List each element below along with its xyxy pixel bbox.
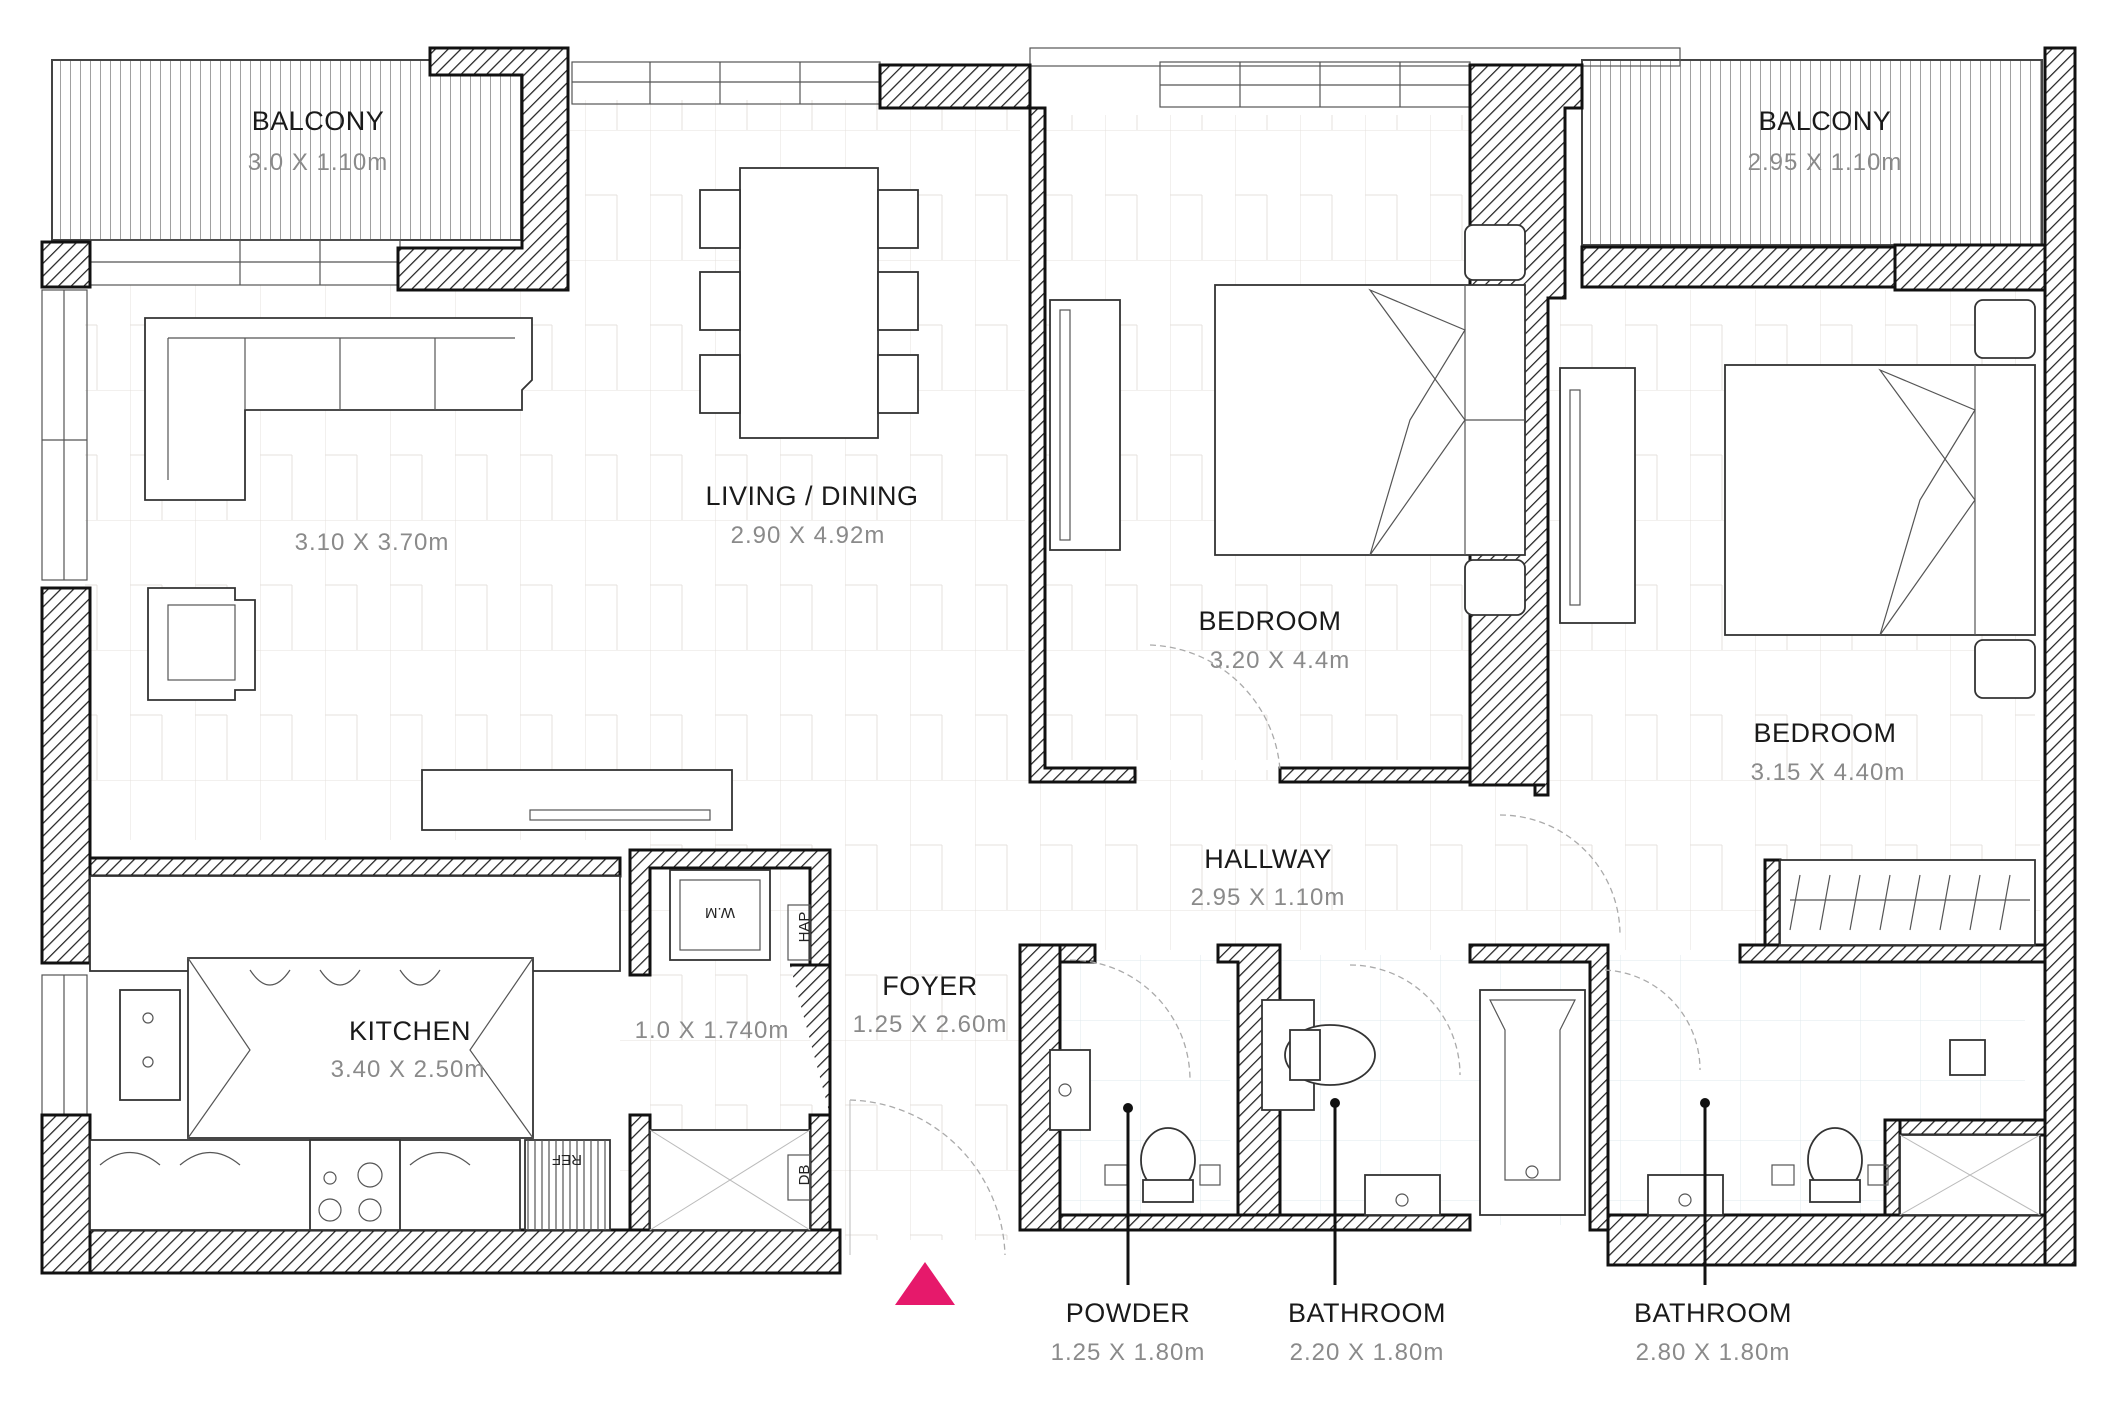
storage: DB [649, 1129, 2041, 1231]
powder-room [1049, 959, 1221, 1285]
balcony-right-dim: 2.95 X 1.10m [1748, 149, 1903, 176]
hallway: HALLWAY 2.95 X 1.10m [1191, 844, 1346, 911]
bathroom-2-dim: 2.80 X 1.80m [1636, 1339, 1791, 1366]
bathroom-2-name: BATHROOM [1634, 1298, 1792, 1328]
windows [41, 47, 1896, 1116]
washing-machine-label: W.M [705, 904, 735, 921]
powder-name: POWDER [1066, 1298, 1191, 1328]
laundry-dim: 1.0 X 1.740m [635, 1017, 790, 1044]
hap-label: HAP [796, 912, 813, 943]
living-area-dim: 3.10 X 3.70m [295, 529, 450, 556]
foyer-dim: 1.25 X 2.60m [853, 1011, 1008, 1038]
entrance-marker [895, 1262, 955, 1305]
foyer: FOYER 1.25 X 2.60m [849, 971, 1008, 1305]
db-label: DB [796, 1165, 813, 1186]
bathroom-1-name: BATHROOM [1288, 1298, 1446, 1328]
balcony-right: BALCONY 2.95 X 1.10m [1581, 59, 2043, 246]
kitchen-dim: 3.40 X 2.50m [331, 1056, 486, 1083]
kitchen-name: KITCHEN [349, 1016, 471, 1046]
living-dining-name: LIVING / DINING [705, 481, 918, 511]
bedroom-1-name: BEDROOM [1198, 606, 1341, 636]
living-dining: 3.10 X 3.70m LIVING / DINING 2.90 X 4.92… [144, 167, 919, 831]
bathroom-1 [1261, 964, 1461, 1285]
hallway-name: HALLWAY [1204, 844, 1332, 874]
bedroom-2-dim: 3.15 X 4.40m [1751, 759, 1906, 786]
powder-dim: 1.25 X 1.80m [1051, 1339, 1206, 1366]
balcony-left-name: BALCONY [252, 106, 385, 136]
bedroom-1-dim: 3.20 X 4.4m [1210, 647, 1350, 674]
bedroom-2: BEDROOM 3.15 X 4.40m [1499, 299, 2036, 946]
laundry: W.M HAP 1.0 X 1.740m [635, 869, 813, 1044]
bathtub [1479, 989, 1586, 1216]
foyer-name: FOYER [882, 971, 978, 1001]
bathroom-1-dim: 2.20 X 1.80m [1290, 1339, 1445, 1366]
bedroom-2-name: BEDROOM [1753, 718, 1896, 748]
bedroom-1: BEDROOM 3.20 X 4.4m [1049, 224, 1526, 771]
living-dining-dim: 2.90 X 4.92m [731, 522, 886, 549]
hallway-dim: 2.95 X 1.10m [1191, 884, 1346, 911]
bottom-labels: POWDER 1.25 X 1.80m BATHROOM 2.20 X 1.80… [1051, 1298, 1792, 1366]
balcony-right-name: BALCONY [1759, 106, 1892, 136]
kitchen: REF KITCHEN 3.40 X 2.50m [89, 875, 621, 1231]
balcony-left: BALCONY 3.0 X 1.10m [51, 59, 523, 241]
bathroom-2 [1604, 969, 1986, 1285]
ref-label: REF [552, 1151, 582, 1168]
balcony-left-dim: 3.0 X 1.10m [248, 149, 388, 176]
